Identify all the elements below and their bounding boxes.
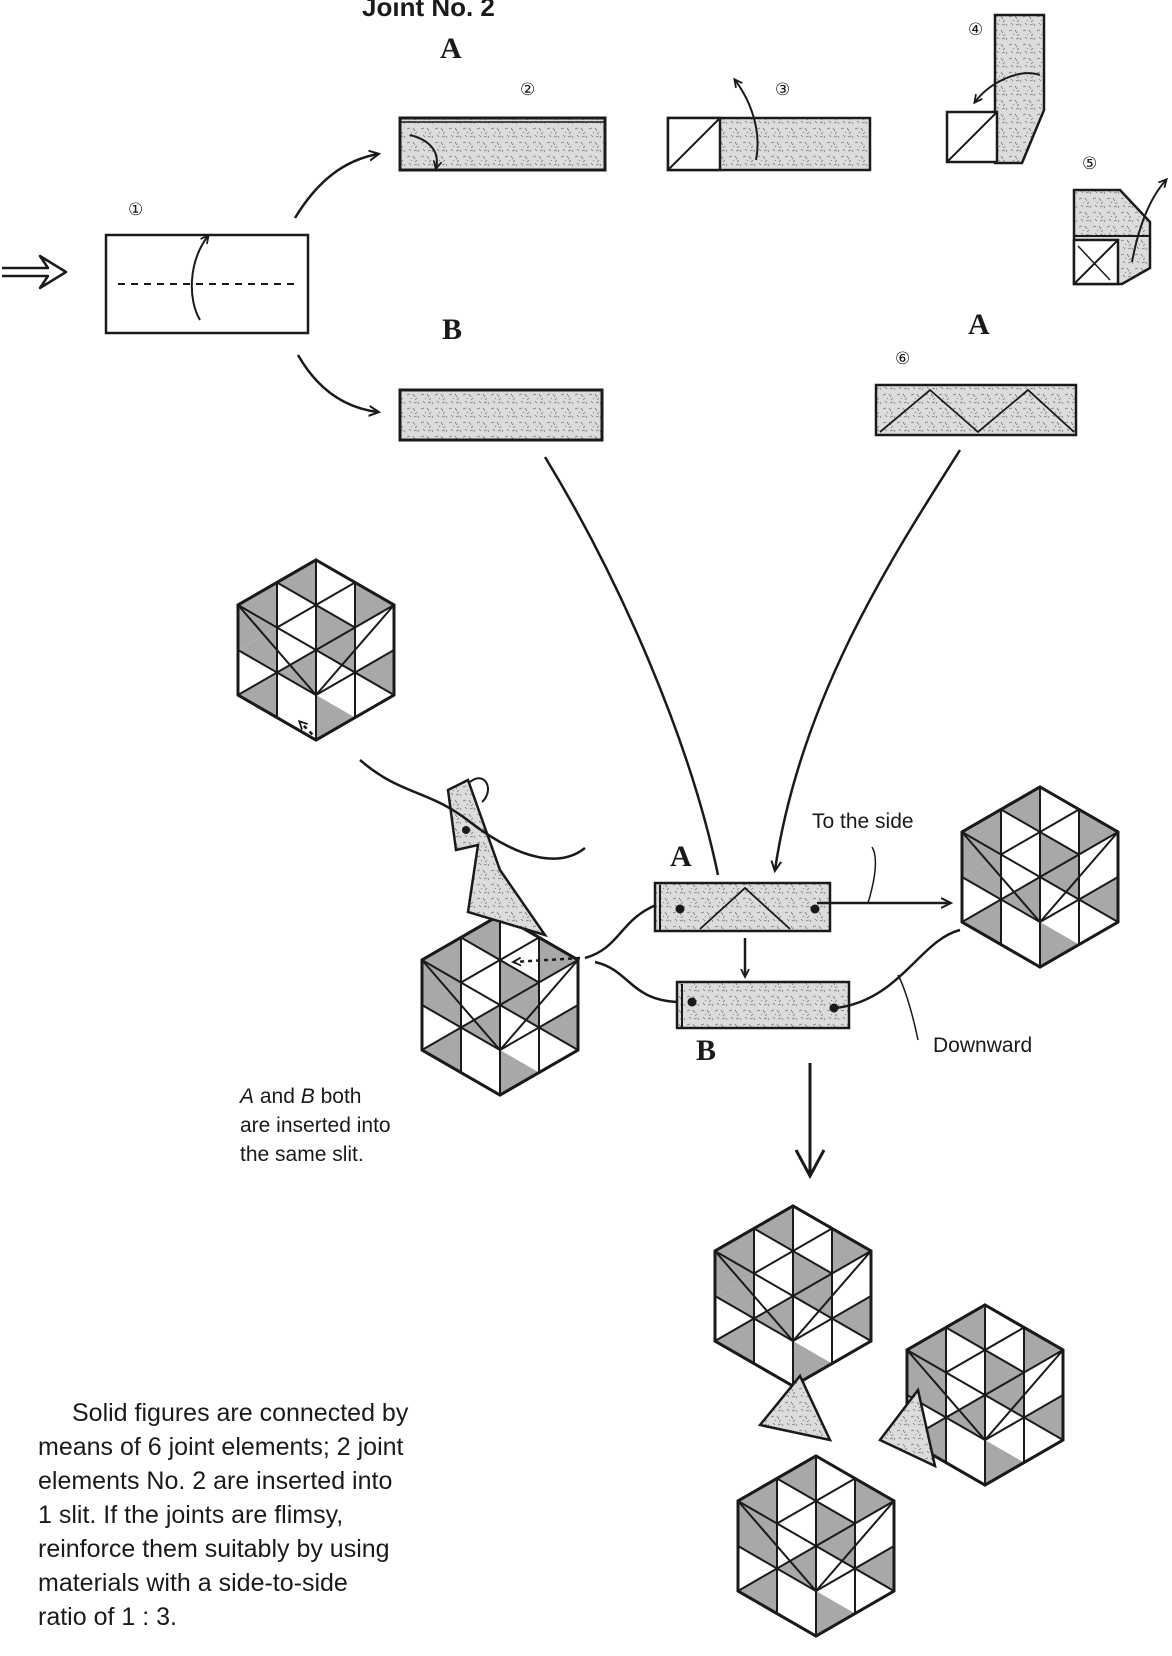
- step1-rectangle: [104, 233, 310, 335]
- step-4-label: ④: [968, 20, 984, 40]
- hollow-arrow-icon: [2, 254, 68, 290]
- page-title: Joint No. 2: [362, 0, 495, 22]
- branch-arrow-b: [296, 354, 378, 412]
- connector-b-right: [835, 928, 961, 1010]
- step5-shape: [1072, 180, 1166, 286]
- guide-curve-b: [543, 456, 720, 876]
- caption-line6: materials with a side-to-side: [38, 1569, 348, 1597]
- step2-strip: [398, 116, 607, 172]
- step3-strip: [666, 80, 872, 172]
- caption-line7: ratio of 1 : 3.: [38, 1603, 177, 1631]
- step-2-label: ②: [520, 80, 536, 100]
- cube-icon: [736, 1454, 896, 1638]
- branch-label-b-top: B: [442, 313, 463, 346]
- assembly-label-b: B: [696, 1034, 717, 1067]
- assembly-strip-a: [653, 881, 832, 933]
- connector-b-left: [594, 960, 679, 1004]
- annotation-downward: Downward: [933, 1034, 1033, 1057]
- cube-icon: [713, 1204, 873, 1388]
- cube-icon: [420, 913, 580, 1097]
- caption-line1: Solid figures are connected by: [72, 1399, 409, 1427]
- insert-arrow-lower: [514, 956, 581, 962]
- note-a: A: [240, 1085, 255, 1108]
- note-and: and: [254, 1085, 301, 1108]
- assembly-label-a: A: [670, 840, 692, 873]
- step-3-label: ③: [775, 80, 791, 100]
- caption-paragraph: Solid figures are connected by means of …: [38, 1396, 508, 1634]
- leader-downward: [897, 974, 919, 1041]
- cube-icon: [960, 785, 1120, 969]
- branch-label-a-top: A: [440, 32, 462, 65]
- caption-line3: elements No. 2 are inserted into: [38, 1467, 393, 1495]
- cube-icon: [236, 558, 396, 742]
- step4-lshape: [945, 13, 1046, 165]
- caption-line4: 1 slit. If the joints are flimsy,: [38, 1501, 344, 1529]
- leader-to-side: [867, 846, 877, 904]
- caption-line5: reinforce them suitably by using: [38, 1535, 390, 1563]
- step-6-label: ⑥: [895, 349, 911, 369]
- connector-curve-upper: [359, 759, 586, 860]
- connector-a-left: [584, 903, 657, 960]
- joint-element-folded: [446, 777, 549, 938]
- step-5-label: ⑤: [1082, 154, 1098, 174]
- guide-curve-a: [775, 449, 962, 870]
- branch-arrow-a: [293, 154, 378, 219]
- insertion-note: A and B both are inserted into the same …: [240, 1082, 470, 1169]
- fold-arrow-icon: [190, 236, 208, 321]
- big-down-arrowhead: [794, 1149, 826, 1180]
- step-1-label: ①: [128, 200, 144, 220]
- strip-b-top: [398, 388, 604, 442]
- annotation-to-the-side: To the side: [812, 810, 914, 833]
- note-b: B: [300, 1085, 315, 1108]
- final-assembly: [713, 1204, 1065, 1638]
- note-line2: are inserted into: [240, 1114, 391, 1137]
- step6-strip: [874, 383, 1078, 437]
- caption-line2: means of 6 joint elements; 2 joint: [38, 1433, 404, 1461]
- branch-label-a-right: A: [968, 308, 990, 341]
- note-line3: the same slit.: [240, 1143, 364, 1166]
- assembly-strip-b: [675, 980, 851, 1030]
- note-both: both: [314, 1085, 362, 1108]
